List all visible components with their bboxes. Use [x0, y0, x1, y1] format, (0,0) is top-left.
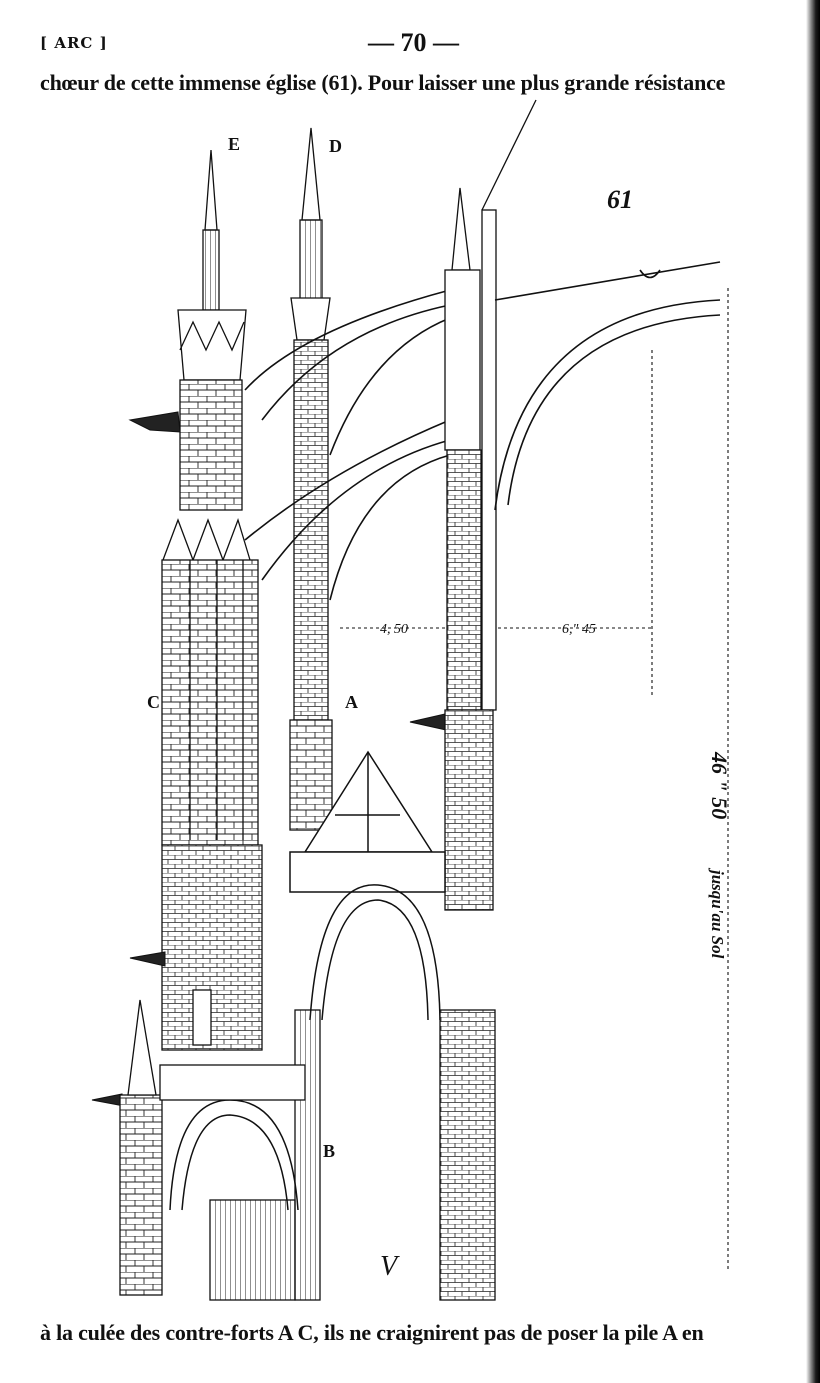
page-edge-shadow: [806, 0, 820, 1383]
label-a: A: [345, 692, 358, 712]
spire-d-pier-a: [289, 127, 333, 831]
clerestory-pier: [444, 187, 497, 911]
figure-number: 61: [607, 185, 633, 214]
label-e: E: [228, 134, 240, 154]
gargoyles: [91, 411, 447, 1107]
running-header-tag: [ ARC ]: [40, 34, 108, 52]
label-b: B: [323, 1141, 335, 1161]
body-text-top: chœur de cette immense église (61). Pour…: [40, 70, 726, 95]
body-text-bottom: à la culée des contre-forts A C, ils ne …: [40, 1320, 704, 1345]
dimension-lines: [340, 288, 729, 1270]
nave-vault: [494, 261, 721, 511]
signature-mark: V: [380, 1251, 400, 1282]
flying-buttresses: [244, 289, 451, 601]
page-number: — 70 —: [368, 28, 459, 57]
lower-piers: [119, 999, 496, 1301]
dimension-span-right: 6," 45: [562, 622, 596, 637]
roof-truss: [289, 750, 446, 893]
spire-e: [177, 149, 247, 511]
label-d: D: [329, 136, 342, 156]
dimension-span-left: 4, 50: [380, 622, 408, 637]
dimension-height-value: 46 " 50: [707, 751, 732, 819]
buttress-c: [161, 517, 263, 1051]
label-c: C: [147, 692, 160, 712]
leader-line: [481, 99, 537, 211]
dimension-height-note: jusqu'au Sol: [708, 867, 727, 959]
